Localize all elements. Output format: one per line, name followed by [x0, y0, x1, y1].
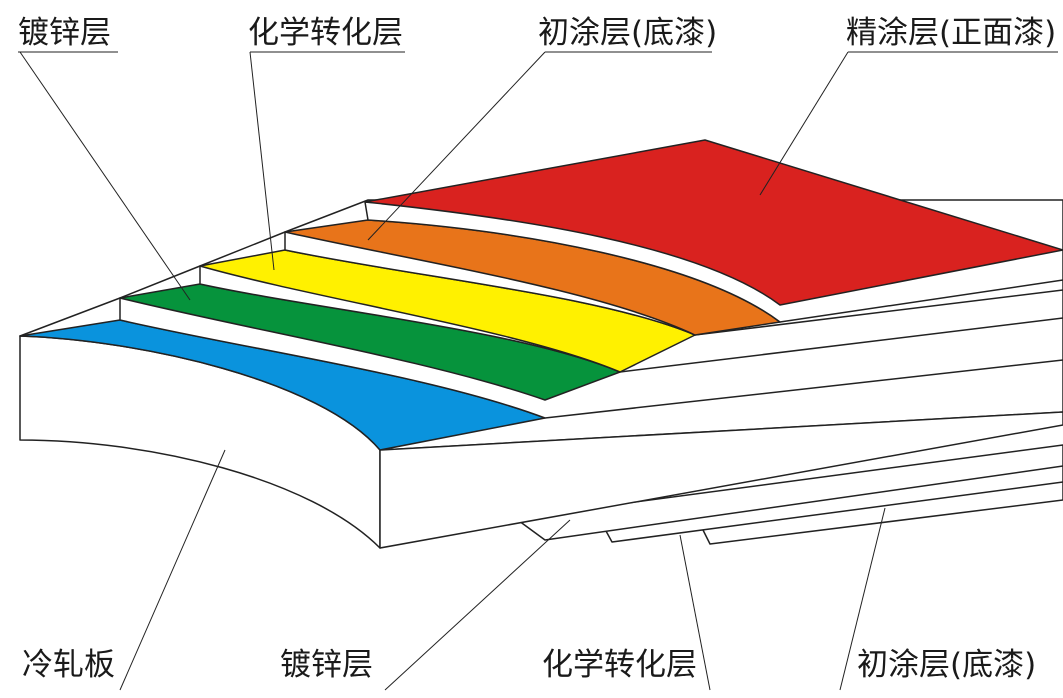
label-bottom-zinc-layer: 镀锌层 [280, 647, 373, 683]
topcoat-layer-red-surface [364, 139, 1063, 306]
label-bottom-cold-rolled-sheet: 冷轧板 [22, 647, 115, 683]
leader-line-top-zinc-diag [19, 51, 191, 301]
label-top-primer-layer: 初涂层(底漆) [538, 15, 718, 51]
label-bottom-conversion-layer: 化学转化层 [542, 647, 697, 683]
label-top-conversion-layer: 化学转化层 [248, 15, 403, 51]
label-top-topcoat-layer: 精涂层(正面漆) [846, 15, 1057, 51]
leader-line-bottom-cold-rolled [119, 449, 226, 691]
bottom-coating-strip-1 [514, 444, 1063, 541]
leader-line-top-conversion-diag [249, 51, 275, 271]
leader-line-bottom-primer [839, 507, 886, 691]
base-sheet-right-face [379, 411, 1063, 549]
leader-line-top-topcoat-diag [759, 51, 849, 196]
leader-line-bottom-conversion [679, 534, 711, 691]
leader-line-top-primer-diag [367, 51, 546, 241]
label-bottom-primer-layer: 初涂层(底漆) [857, 647, 1037, 683]
leader-line-bottom-zinc [384, 519, 571, 691]
label-top-zinc-layer: 镀锌层 [18, 15, 111, 51]
